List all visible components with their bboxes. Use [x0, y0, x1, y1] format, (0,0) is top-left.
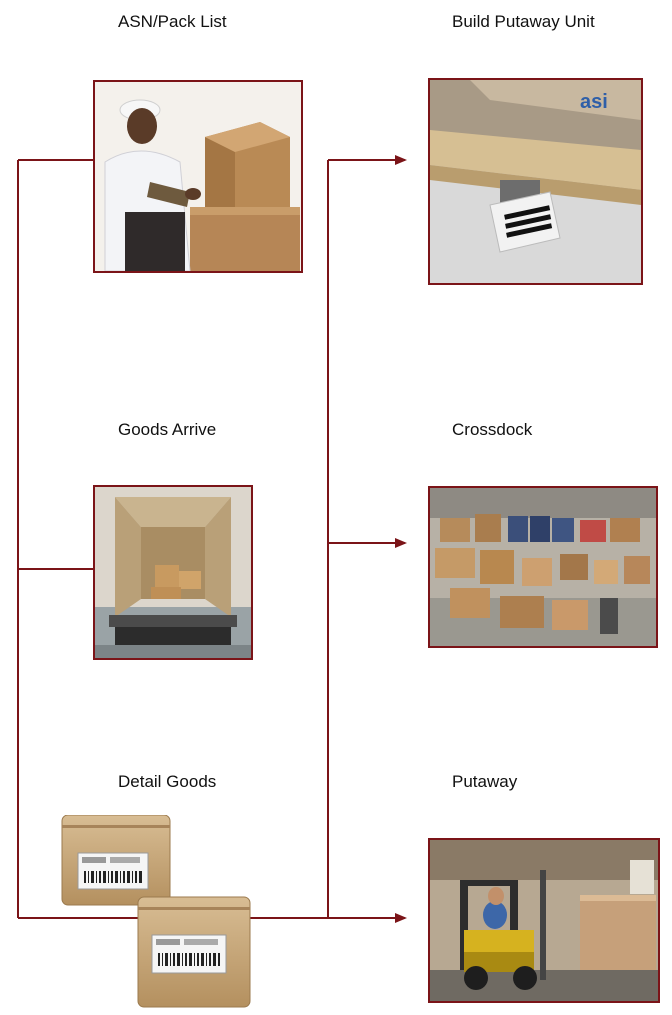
label-crossdock: Crossdock [452, 420, 533, 439]
label-build-putaway-unit: Build Putaway Unit [452, 12, 595, 31]
svg-text:asi: asi [580, 91, 608, 113]
label-asn-pack-list: ASN/Pack List [118, 12, 227, 31]
forklift-photo [428, 838, 660, 1003]
labeled-boxes-illustration [60, 814, 255, 1010]
worker-with-boxes-photo [93, 80, 303, 273]
label-detail-goods: Detail Goods [118, 772, 217, 791]
delivery-truck-photo [93, 485, 253, 660]
warehouse-floor-photo [428, 486, 658, 648]
label-goods-arrive: Goods Arrive [118, 420, 217, 439]
pallet-barcode-photo: asi [428, 78, 643, 285]
label-putaway: Putaway [452, 772, 518, 791]
